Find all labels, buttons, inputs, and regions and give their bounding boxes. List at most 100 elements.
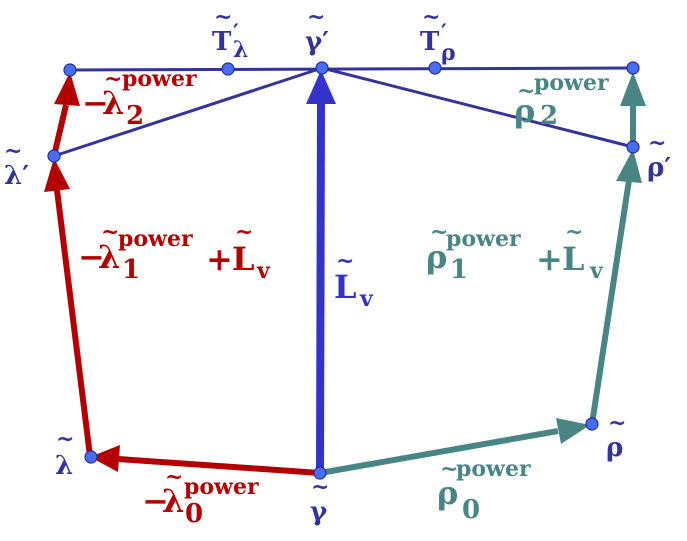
- svg-text:λ: λ: [162, 482, 184, 520]
- red-arrow-left-shaft: [54, 189, 93, 457]
- svg-text:power: power: [118, 226, 193, 252]
- point-T-lambda: [221, 62, 235, 76]
- label-rho2-power: ~ ρ power 2: [514, 70, 609, 131]
- svg-text:power: power: [446, 226, 521, 252]
- svg-text:v: v: [589, 258, 604, 284]
- svg-text:−: −: [142, 482, 169, 520]
- label-lambda2-power: − ~ λ power 2: [82, 66, 197, 131]
- svg-text:′: ′: [441, 20, 447, 46]
- svg-text:γ′: γ′: [305, 27, 329, 57]
- svg-text:+: +: [536, 240, 563, 278]
- svg-text:−: −: [78, 238, 105, 276]
- diag-right: [321, 66, 634, 149]
- point-gamma: [313, 466, 327, 480]
- red-arrow-top-head: [54, 72, 80, 106]
- svg-text:1: 1: [450, 255, 468, 285]
- svg-text:~: ~: [422, 4, 440, 30]
- label-lambda-prime: ~ λ′: [4, 138, 29, 191]
- svg-text:λ: λ: [55, 451, 73, 481]
- point-T-rho: [428, 61, 442, 75]
- svg-text:λ: λ: [98, 238, 120, 276]
- svg-text:~: ~: [430, 219, 448, 245]
- teal-arrow-top-head: [620, 72, 646, 106]
- blue-arrow-shaft: [316, 99, 325, 474]
- top-line: [69, 66, 634, 72]
- point-rho-prime: [626, 140, 640, 154]
- label-rho0-power: ~ ρ power 0: [437, 456, 531, 525]
- teal-arrow-right-shaft: [589, 179, 632, 425]
- svg-text:v: v: [359, 286, 374, 312]
- svg-text:~: ~: [214, 4, 232, 30]
- label-T-lambda: ~ T ′ λ: [212, 4, 248, 63]
- svg-text:′: ′: [233, 20, 239, 46]
- label-lambda: ~ λ: [55, 426, 74, 481]
- svg-text:0: 0: [185, 499, 203, 529]
- label-rho-prime: ~ ρ′: [647, 130, 671, 183]
- svg-text:ρ: ρ: [437, 474, 458, 512]
- point-lambda: [84, 450, 98, 464]
- svg-text:~: ~: [336, 248, 354, 274]
- svg-text:~: ~: [311, 474, 329, 500]
- point-top-left: [63, 63, 77, 77]
- svg-text:~: ~: [235, 219, 253, 245]
- svg-text:~: ~: [104, 66, 122, 92]
- svg-text:T: T: [212, 27, 232, 57]
- svg-text:2: 2: [126, 101, 144, 131]
- teal-arrow-bottom-shaft: [319, 428, 559, 476]
- svg-text:ρ: ρ: [426, 238, 447, 276]
- point-top-right: [626, 61, 640, 75]
- svg-text:λ: λ: [102, 84, 124, 122]
- svg-text:~: ~: [307, 4, 325, 30]
- svg-text:~: ~: [165, 464, 183, 490]
- label-gamma-prime: ~ γ′: [305, 4, 329, 57]
- blue-arrow-head: [306, 70, 336, 104]
- svg-text:γ: γ: [310, 497, 328, 527]
- svg-text:~: ~: [608, 410, 626, 436]
- svg-text:L: L: [232, 240, 255, 278]
- red-arrow-top-shaft: [51, 104, 69, 157]
- point-rho: [585, 417, 599, 431]
- svg-text:~: ~: [648, 130, 666, 156]
- svg-text:ρ: ρ: [606, 433, 623, 463]
- red-arrow-left-head: [44, 158, 70, 192]
- point-lambda-prime: [47, 149, 61, 163]
- svg-text:0: 0: [462, 495, 480, 525]
- svg-text:λ: λ: [233, 37, 248, 63]
- svg-text:T: T: [420, 27, 440, 57]
- svg-text:−: −: [82, 84, 109, 122]
- svg-text:+: +: [206, 240, 233, 278]
- svg-text:ρ′: ρ′: [647, 153, 671, 183]
- teal-arrow-bottom-head: [556, 418, 590, 444]
- svg-text:ρ: ρ: [441, 40, 456, 66]
- svg-text:1: 1: [122, 255, 140, 285]
- diag-left: [53, 66, 323, 158]
- svg-text:2: 2: [540, 101, 558, 131]
- label-gamma: ~ γ: [310, 474, 329, 527]
- red-arrow-bottom-head: [90, 445, 120, 472]
- label-rho1-power-plus-L: ~ ρ power 1 + ~ L v: [426, 219, 604, 285]
- svg-text:power: power: [122, 66, 197, 92]
- svg-text:power: power: [184, 474, 259, 500]
- label-T-rho: ~ T ′ ρ: [420, 4, 456, 66]
- svg-text:L: L: [562, 240, 585, 278]
- label-lambda0-power: − ~ λ power 0: [142, 464, 259, 529]
- svg-text:λ′: λ′: [4, 161, 29, 191]
- point-gamma-prime: [315, 61, 329, 75]
- label-rho: ~ ρ: [606, 410, 626, 463]
- red-arrow-bottom-shaft: [117, 456, 321, 476]
- svg-text:~: ~: [565, 219, 583, 245]
- label-L-v-center: ~ L v: [334, 248, 374, 312]
- svg-text:power: power: [456, 456, 531, 482]
- svg-text:~: ~: [56, 426, 74, 452]
- svg-text:ρ: ρ: [514, 92, 535, 130]
- svg-text:L: L: [334, 268, 357, 306]
- svg-text:power: power: [534, 70, 609, 96]
- svg-text:~: ~: [517, 78, 535, 104]
- svg-text:v: v: [256, 258, 271, 284]
- label-lambda1-power-plus-L: − ~ λ power 1 + ~ L v: [78, 219, 271, 285]
- teal-arrow-right-head: [616, 149, 642, 183]
- svg-text:~: ~: [440, 456, 458, 482]
- svg-text:~: ~: [4, 138, 22, 164]
